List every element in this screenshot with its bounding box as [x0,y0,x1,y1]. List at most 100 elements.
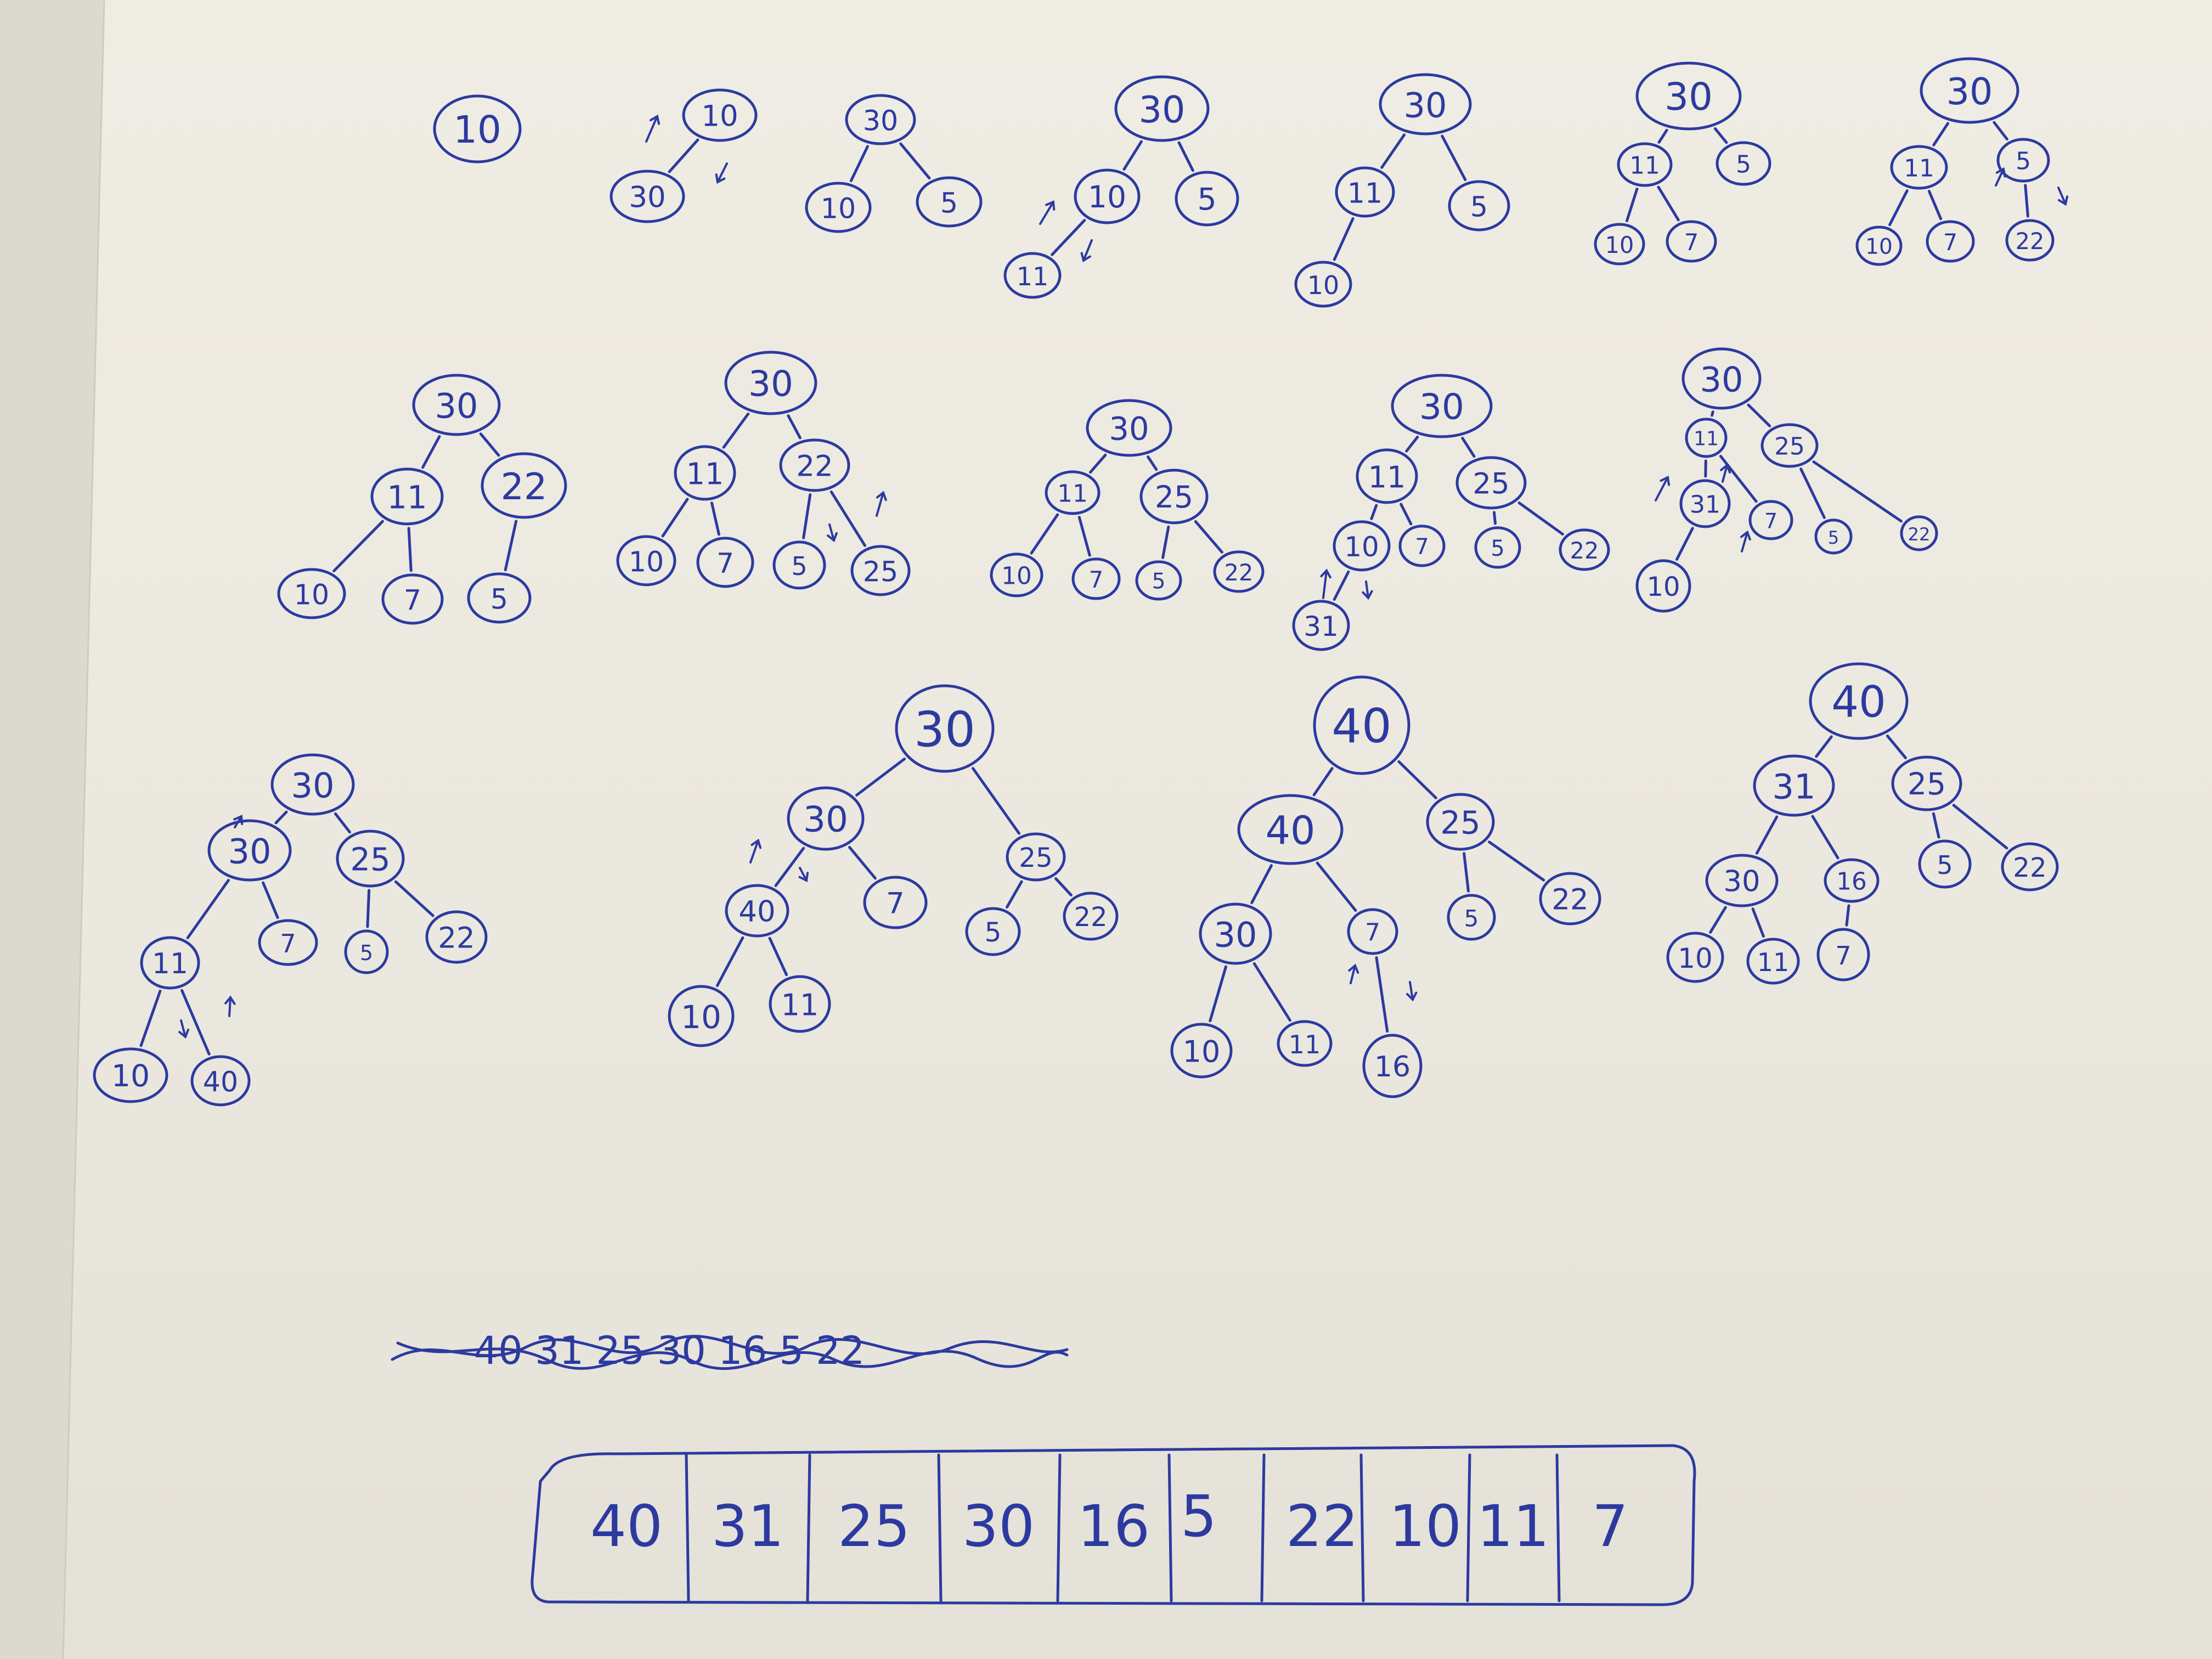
node-circle [805,182,872,233]
node-circle [140,936,200,990]
node-value: 5 [1464,905,1479,932]
tree-edge [1461,437,1476,458]
tree-node: 22 [1900,515,1938,551]
tree-node: 5 [467,572,532,624]
node-circle [1748,500,1793,540]
node-circle [1086,399,1172,457]
node-value: 7 [886,887,905,921]
tree-node: 22 [2001,842,2059,891]
node-value: 5 [1470,191,1488,223]
node-circle [674,445,736,501]
tree-node: 22 [779,438,850,492]
tree-edge [849,145,869,182]
arrow-mark [1322,569,1328,599]
tree-node: 5 [1447,894,1496,941]
tree-node: 16 [1362,1034,1423,1098]
tree-node: 5 [965,907,1021,956]
tree-edge [1811,815,1839,860]
tree-edge [2024,184,2029,218]
tree-node: 10 [1855,225,1903,266]
node-value: 7 [1365,919,1380,947]
tree-edge [479,432,500,457]
node-circle [1635,559,1691,613]
tree-node: 25 [1891,755,1962,811]
node-value: 10 [1605,232,1634,258]
node-value: 11 [686,457,724,492]
array-divider [937,1453,943,1602]
node-value: 7 [1415,534,1429,560]
tree-node: 30 [1391,374,1493,438]
node-circle [1685,417,1728,458]
tree-node: 30 [1379,73,1472,136]
node-value: 11 [1347,177,1383,210]
node-circle [1891,755,1962,811]
tree-edge [1747,403,1771,427]
node-circle [1679,479,1731,528]
arrow-mark [1741,531,1748,552]
arrow-head [1045,200,1056,211]
tree-edge [1051,219,1086,256]
node-circle [769,975,831,1033]
node-value: 10 [681,998,721,1036]
node-value: 25 [350,842,390,878]
arrow-mark [1082,239,1093,262]
node-value: 40 [1831,678,1886,727]
node-value: 10 [821,193,856,225]
node-value: 7 [1764,509,1778,533]
node-circle [1426,793,1495,851]
tree-node: 7 [696,537,754,588]
node-circle [1333,520,1391,572]
node-circle [1074,168,1141,224]
node-value: 5 [360,941,373,965]
node-value: 5 [791,551,807,581]
node-circle [1294,261,1352,308]
array-cell: 11 [1477,1493,1549,1560]
node-value: 25 [1019,843,1052,873]
tree-edge [1886,734,1907,759]
tree-edge [274,810,288,825]
node-value: 11 [781,988,819,1023]
node-circle [916,176,983,228]
arrow-head [751,838,762,849]
node-circle [1347,908,1398,955]
node-circle [787,786,865,851]
node-circle [616,535,676,586]
tree-node: 10 [668,985,735,1047]
arrow-head [827,532,838,543]
tree-edge [334,812,351,834]
node-value: 30 [1664,75,1713,119]
node-circle [1996,138,2050,183]
arrow-head [1080,252,1091,263]
node-circle [1594,223,1645,266]
tree-node: 30 [1681,347,1762,410]
node-value: 7 [1835,941,1851,970]
tree-edge [1122,140,1143,171]
arrow-head [233,815,244,825]
node-circle [1666,220,1717,263]
tree-node: 30 [270,753,355,816]
node-value: 10 [1344,531,1379,563]
tree-node: 30 [1199,902,1272,965]
array-cell: 40 [590,1493,663,1560]
tree-edge [139,989,162,1047]
tree-node: 11 [1045,470,1101,515]
node-circle [1539,872,1601,926]
node-circle [1716,141,1771,186]
node-circle [370,467,444,526]
node-value: 10 [1307,270,1340,300]
tree-node: 10 [1666,932,1724,983]
tree-edge [1380,133,1406,169]
tree-node: 25 [1426,793,1495,851]
tree-edge [421,435,441,469]
tree-edge [855,757,906,797]
node-circle [696,537,754,588]
tree-node: 5 [344,929,389,974]
node-circle [724,351,817,415]
tree-edge [722,413,750,449]
tree-node: 11 [1746,938,1800,985]
arrow-mark [1995,168,2005,187]
tree-edge [186,879,230,939]
node-circle [682,88,758,142]
